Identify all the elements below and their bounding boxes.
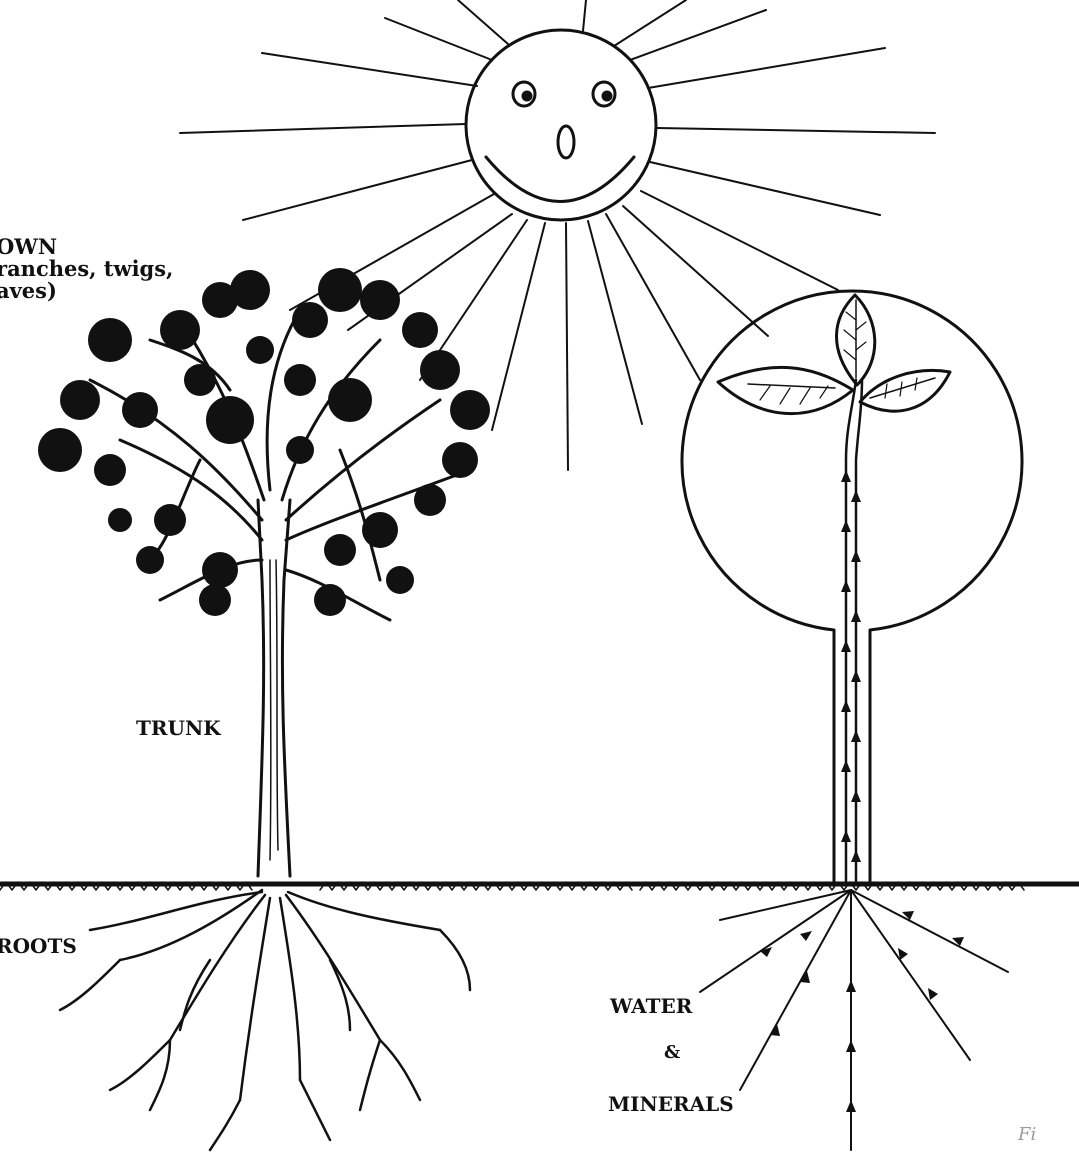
figure-caption-fragment: Fi [1018, 1126, 1036, 1145]
stem-arrows [841, 470, 861, 862]
sun-smile [486, 157, 634, 202]
tree-foliage [38, 268, 490, 616]
tree-roots [60, 890, 470, 1150]
sun-eyes [513, 82, 615, 106]
tree [38, 268, 490, 1150]
water-label: WATER [610, 996, 692, 1017]
crown-label: OWN ranches, twigs, aves) [0, 236, 173, 302]
sun-rays [180, 0, 935, 470]
seedling-stem [846, 380, 862, 884]
seedling [682, 291, 1022, 1150]
sun-nose [558, 126, 574, 158]
tree-trunk [258, 500, 290, 876]
trunk-label: TRUNK [136, 718, 221, 739]
minerals-label: MINERALS [608, 1094, 734, 1115]
ampersand-label: & [664, 1044, 680, 1063]
uptake-arrows [760, 911, 964, 1112]
sun-face [466, 30, 656, 220]
sun [180, 0, 935, 470]
seedling-leaves [718, 295, 950, 414]
ground-line [0, 882, 1079, 890]
roots-label: ROOTS [0, 936, 77, 957]
